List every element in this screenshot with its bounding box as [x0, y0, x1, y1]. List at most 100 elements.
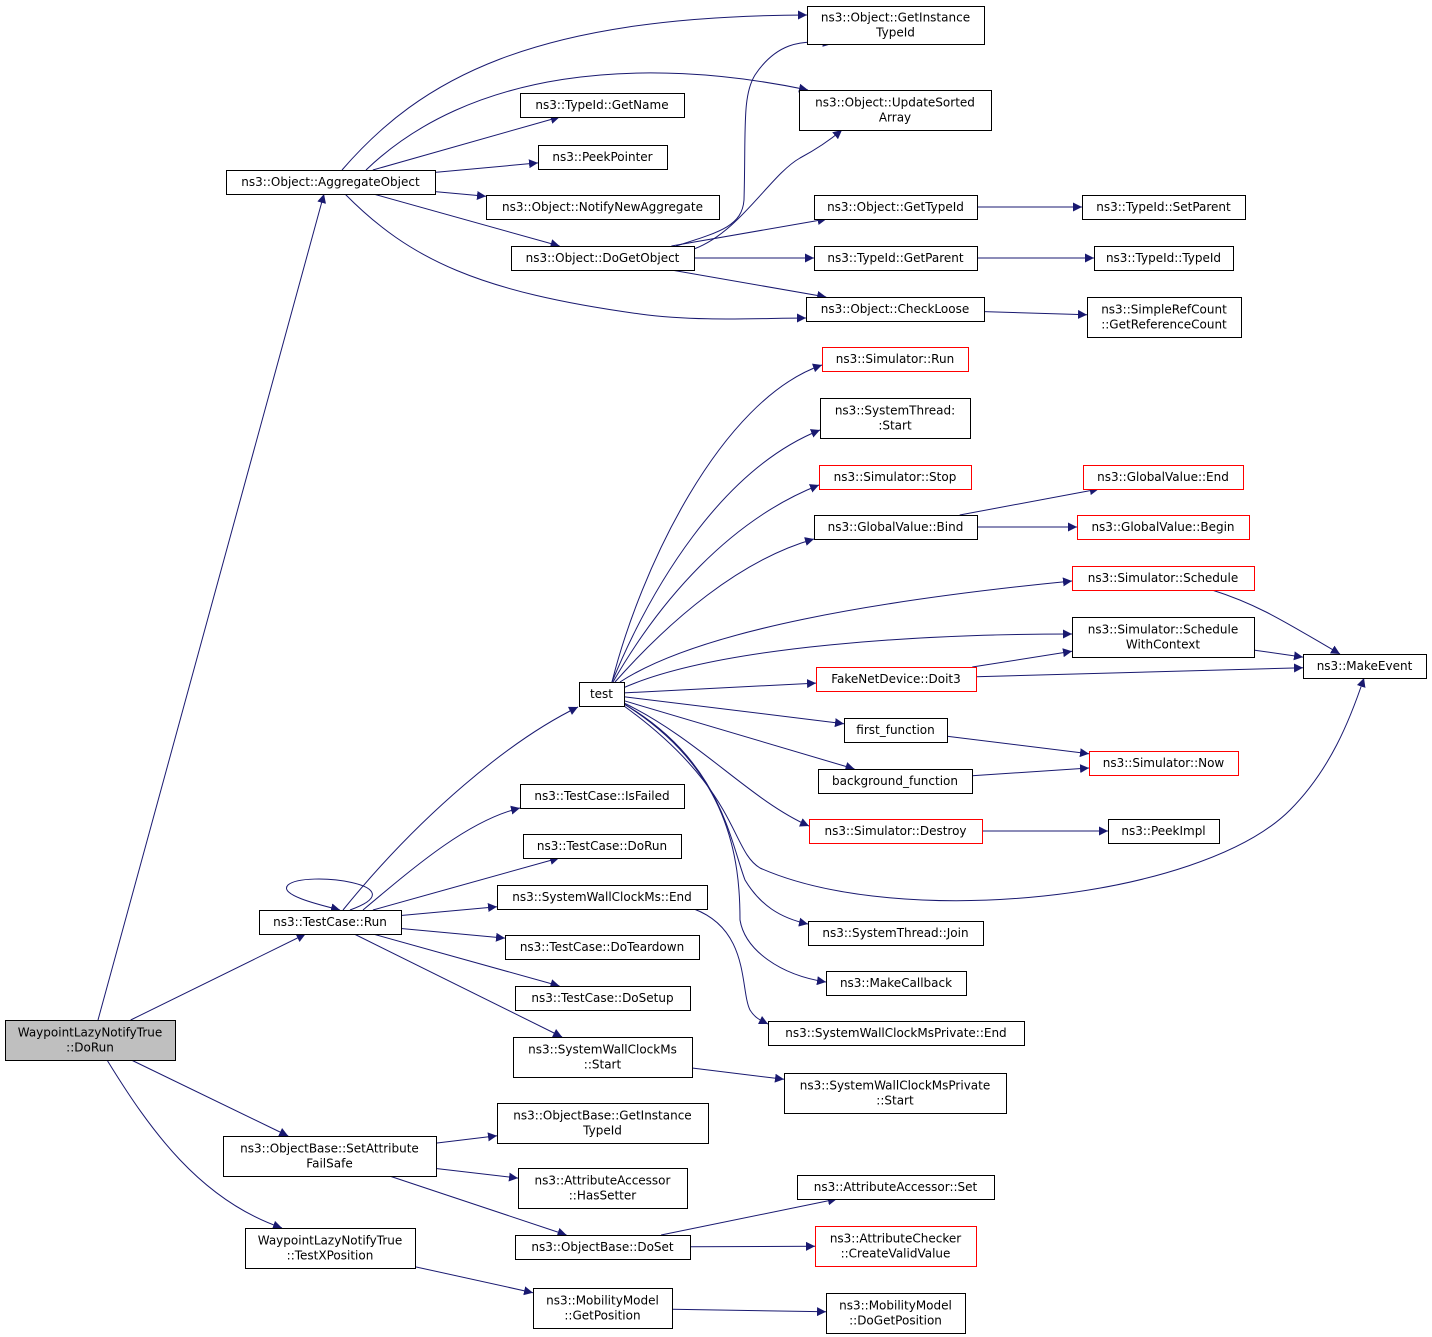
edge-root-to-tc_run [130, 933, 306, 1021]
node-doit3[interactable]: FakeNetDevice::Doit3 [816, 667, 977, 692]
node-sim_destroy[interactable]: ns3::Simulator::Destroy [809, 819, 983, 844]
node-label: ns3::Object::DoGetObject [526, 251, 680, 265]
node-box [820, 398, 971, 439]
node-tc_isfailed[interactable]: ns3::TestCase::IsFailed [520, 784, 685, 809]
node-test[interactable]: test [579, 682, 625, 707]
node-systhread_start[interactable]: ns3::SystemThread::Start [820, 398, 971, 439]
node-swc_start[interactable]: ns3::SystemWallClockMs::Start [513, 1037, 693, 1078]
node-label: ns3::ObjectBase::SetAttribute [240, 1142, 419, 1156]
edge-ob_setattrfs-to-aa_hassetter [435, 1168, 519, 1182]
node-makecallback[interactable]: ns3::MakeCallback [826, 971, 967, 996]
edges-layer [97, 10, 1366, 1317]
node-aggregate[interactable]: ns3::Object::AggregateObject [226, 170, 436, 195]
edge-test-to-sim_schedule [619, 577, 1073, 683]
node-peekimpl[interactable]: ns3::PeekImpl [1108, 819, 1220, 844]
edge-swc_end-to-swcp_end [693, 908, 769, 1025]
node-tc_doteardown[interactable]: ns3::TestCase::DoTeardown [505, 935, 700, 960]
node-sim_schedule[interactable]: ns3::Simulator::Schedule [1072, 566, 1255, 591]
node-label: ns3::AttributeAccessor [535, 1174, 671, 1188]
node-swc_end[interactable]: ns3::SystemWallClockMs::End [497, 885, 708, 910]
node-label: first_function [856, 723, 934, 737]
node-box [1087, 297, 1242, 338]
node-box [1089, 751, 1239, 776]
node-label: ns3::Simulator::Run [836, 352, 954, 366]
edge-root-to-aggregate [97, 193, 326, 1021]
node-box [814, 246, 978, 271]
node-typeid_typeid[interactable]: ns3::TypeId::TypeId [1094, 246, 1234, 271]
node-box [226, 170, 436, 195]
node-label: ns3::AttributeAccessor::Set [814, 1180, 978, 1194]
node-label: FakeNetDevice::Doit3 [831, 672, 961, 686]
node-box [259, 910, 402, 935]
node-background_function[interactable]: background_function [818, 769, 973, 794]
node-label: ::DoGetPosition [849, 1314, 942, 1328]
node-gettypeid[interactable]: ns3::Object::GetTypeId [814, 195, 978, 220]
node-tc_dosetup[interactable]: ns3::TestCase::DoSetup [515, 986, 691, 1011]
node-box [816, 667, 977, 692]
node-sim_run[interactable]: ns3::Simulator::Run [822, 347, 969, 372]
node-box [799, 90, 992, 131]
node-root[interactable]: WaypointLazyNotifyTrue::DoRun [5, 1020, 176, 1061]
node-label: ns3::TypeId::GetName [535, 98, 668, 112]
node-label: ns3::SimpleRefCount [1101, 303, 1227, 317]
edge-sim_schedctx-to-makeevent [1253, 649, 1304, 661]
edge-sim_schedule-to-makeevent [1211, 589, 1341, 655]
node-box [486, 195, 720, 220]
edge-test-to-sim_schedctx [622, 629, 1073, 689]
node-label: WaypointLazyNotifyTrue [18, 1026, 163, 1040]
node-swcp_start[interactable]: ns3::SystemWallClockMsPrivate::Start [784, 1073, 1007, 1114]
edge-checkloose-to-getrefcount [983, 309, 1088, 319]
node-typeid_getname[interactable]: ns3::TypeId::GetName [520, 93, 685, 118]
node-label: test [590, 687, 613, 701]
node-testxposition[interactable]: WaypointLazyNotifyTrue::TestXPosition [245, 1228, 416, 1269]
node-sim_stop[interactable]: ns3::Simulator::Stop [819, 465, 972, 490]
node-label: ns3::MobilityModel [546, 1294, 659, 1308]
edge-tc_run-to-tc_doteardown [400, 928, 506, 942]
node-label: ns3::SystemWallClockMs [528, 1043, 677, 1057]
node-gv_bind[interactable]: ns3::GlobalValue::Bind [814, 515, 978, 540]
node-first_function[interactable]: first_function [844, 718, 948, 743]
node-label: ns3::Simulator::Stop [834, 470, 957, 484]
node-box [1083, 465, 1244, 490]
edge-aggregate-to-typeid_getname [372, 115, 560, 171]
node-makeevent[interactable]: ns3::MakeEvent [1303, 654, 1427, 679]
node-gv_begin[interactable]: ns3::GlobalValue::Begin [1077, 515, 1250, 540]
node-systhread_join[interactable]: ns3::SystemThread::Join [808, 921, 984, 946]
node-dogetobject[interactable]: ns3::Object::DoGetObject [511, 246, 695, 271]
node-label: WithContext [1126, 638, 1201, 652]
node-label: ::DoRun [66, 1041, 114, 1055]
node-mm_getposition[interactable]: ns3::MobilityModel::GetPosition [533, 1288, 673, 1329]
node-label: ::TestXPosition [287, 1249, 374, 1263]
edge-test-to-systhread_start [611, 429, 821, 683]
node-typeid_setparent[interactable]: ns3::TypeId::SetParent [1082, 195, 1246, 220]
node-checkloose[interactable]: ns3::Object::CheckLoose [806, 297, 985, 322]
node-notifynewaggregate[interactable]: ns3::Object::NotifyNewAggregate [486, 195, 720, 220]
node-typeid_getparent[interactable]: ns3::TypeId::GetParent [814, 246, 978, 271]
node-getrefcount[interactable]: ns3::SimpleRefCount::GetReferenceCount [1087, 297, 1242, 338]
node-box [768, 1021, 1025, 1046]
node-swcp_end[interactable]: ns3::SystemWallClockMsPrivate::End [768, 1021, 1025, 1046]
node-peekpointer[interactable]: ns3::PeekPointer [538, 145, 668, 170]
node-box [1072, 617, 1255, 658]
node-ac_createvalid[interactable]: ns3::AttributeChecker::CreateValidValue [815, 1226, 977, 1267]
edge-gv_bind-to-gv_end [959, 486, 1099, 516]
node-tc_dorun[interactable]: ns3::TestCase::DoRun [523, 834, 682, 859]
node-label: ns3::ObjectBase::GetInstance [513, 1109, 691, 1123]
node-label: ::GetReferenceCount [1101, 318, 1227, 332]
node-ob_doset[interactable]: ns3::ObjectBase::DoSet [515, 1235, 691, 1260]
node-sim_now[interactable]: ns3::Simulator::Now [1089, 751, 1239, 776]
node-aa_hassetter[interactable]: ns3::AttributeAccessor::HasSetter [518, 1168, 688, 1209]
node-aa_set[interactable]: ns3::AttributeAccessor::Set [797, 1175, 995, 1200]
node-box [511, 246, 695, 271]
node-gv_end[interactable]: ns3::GlobalValue::End [1083, 465, 1244, 490]
node-mm_dogetposition[interactable]: ns3::MobilityModel::DoGetPosition [826, 1293, 966, 1334]
edge-ob_setattrfs-to-ob_doset [389, 1175, 567, 1237]
edge-test-to-first_function [623, 696, 845, 728]
node-tc_run[interactable]: ns3::TestCase::Run [259, 910, 402, 935]
node-box [1082, 195, 1246, 220]
